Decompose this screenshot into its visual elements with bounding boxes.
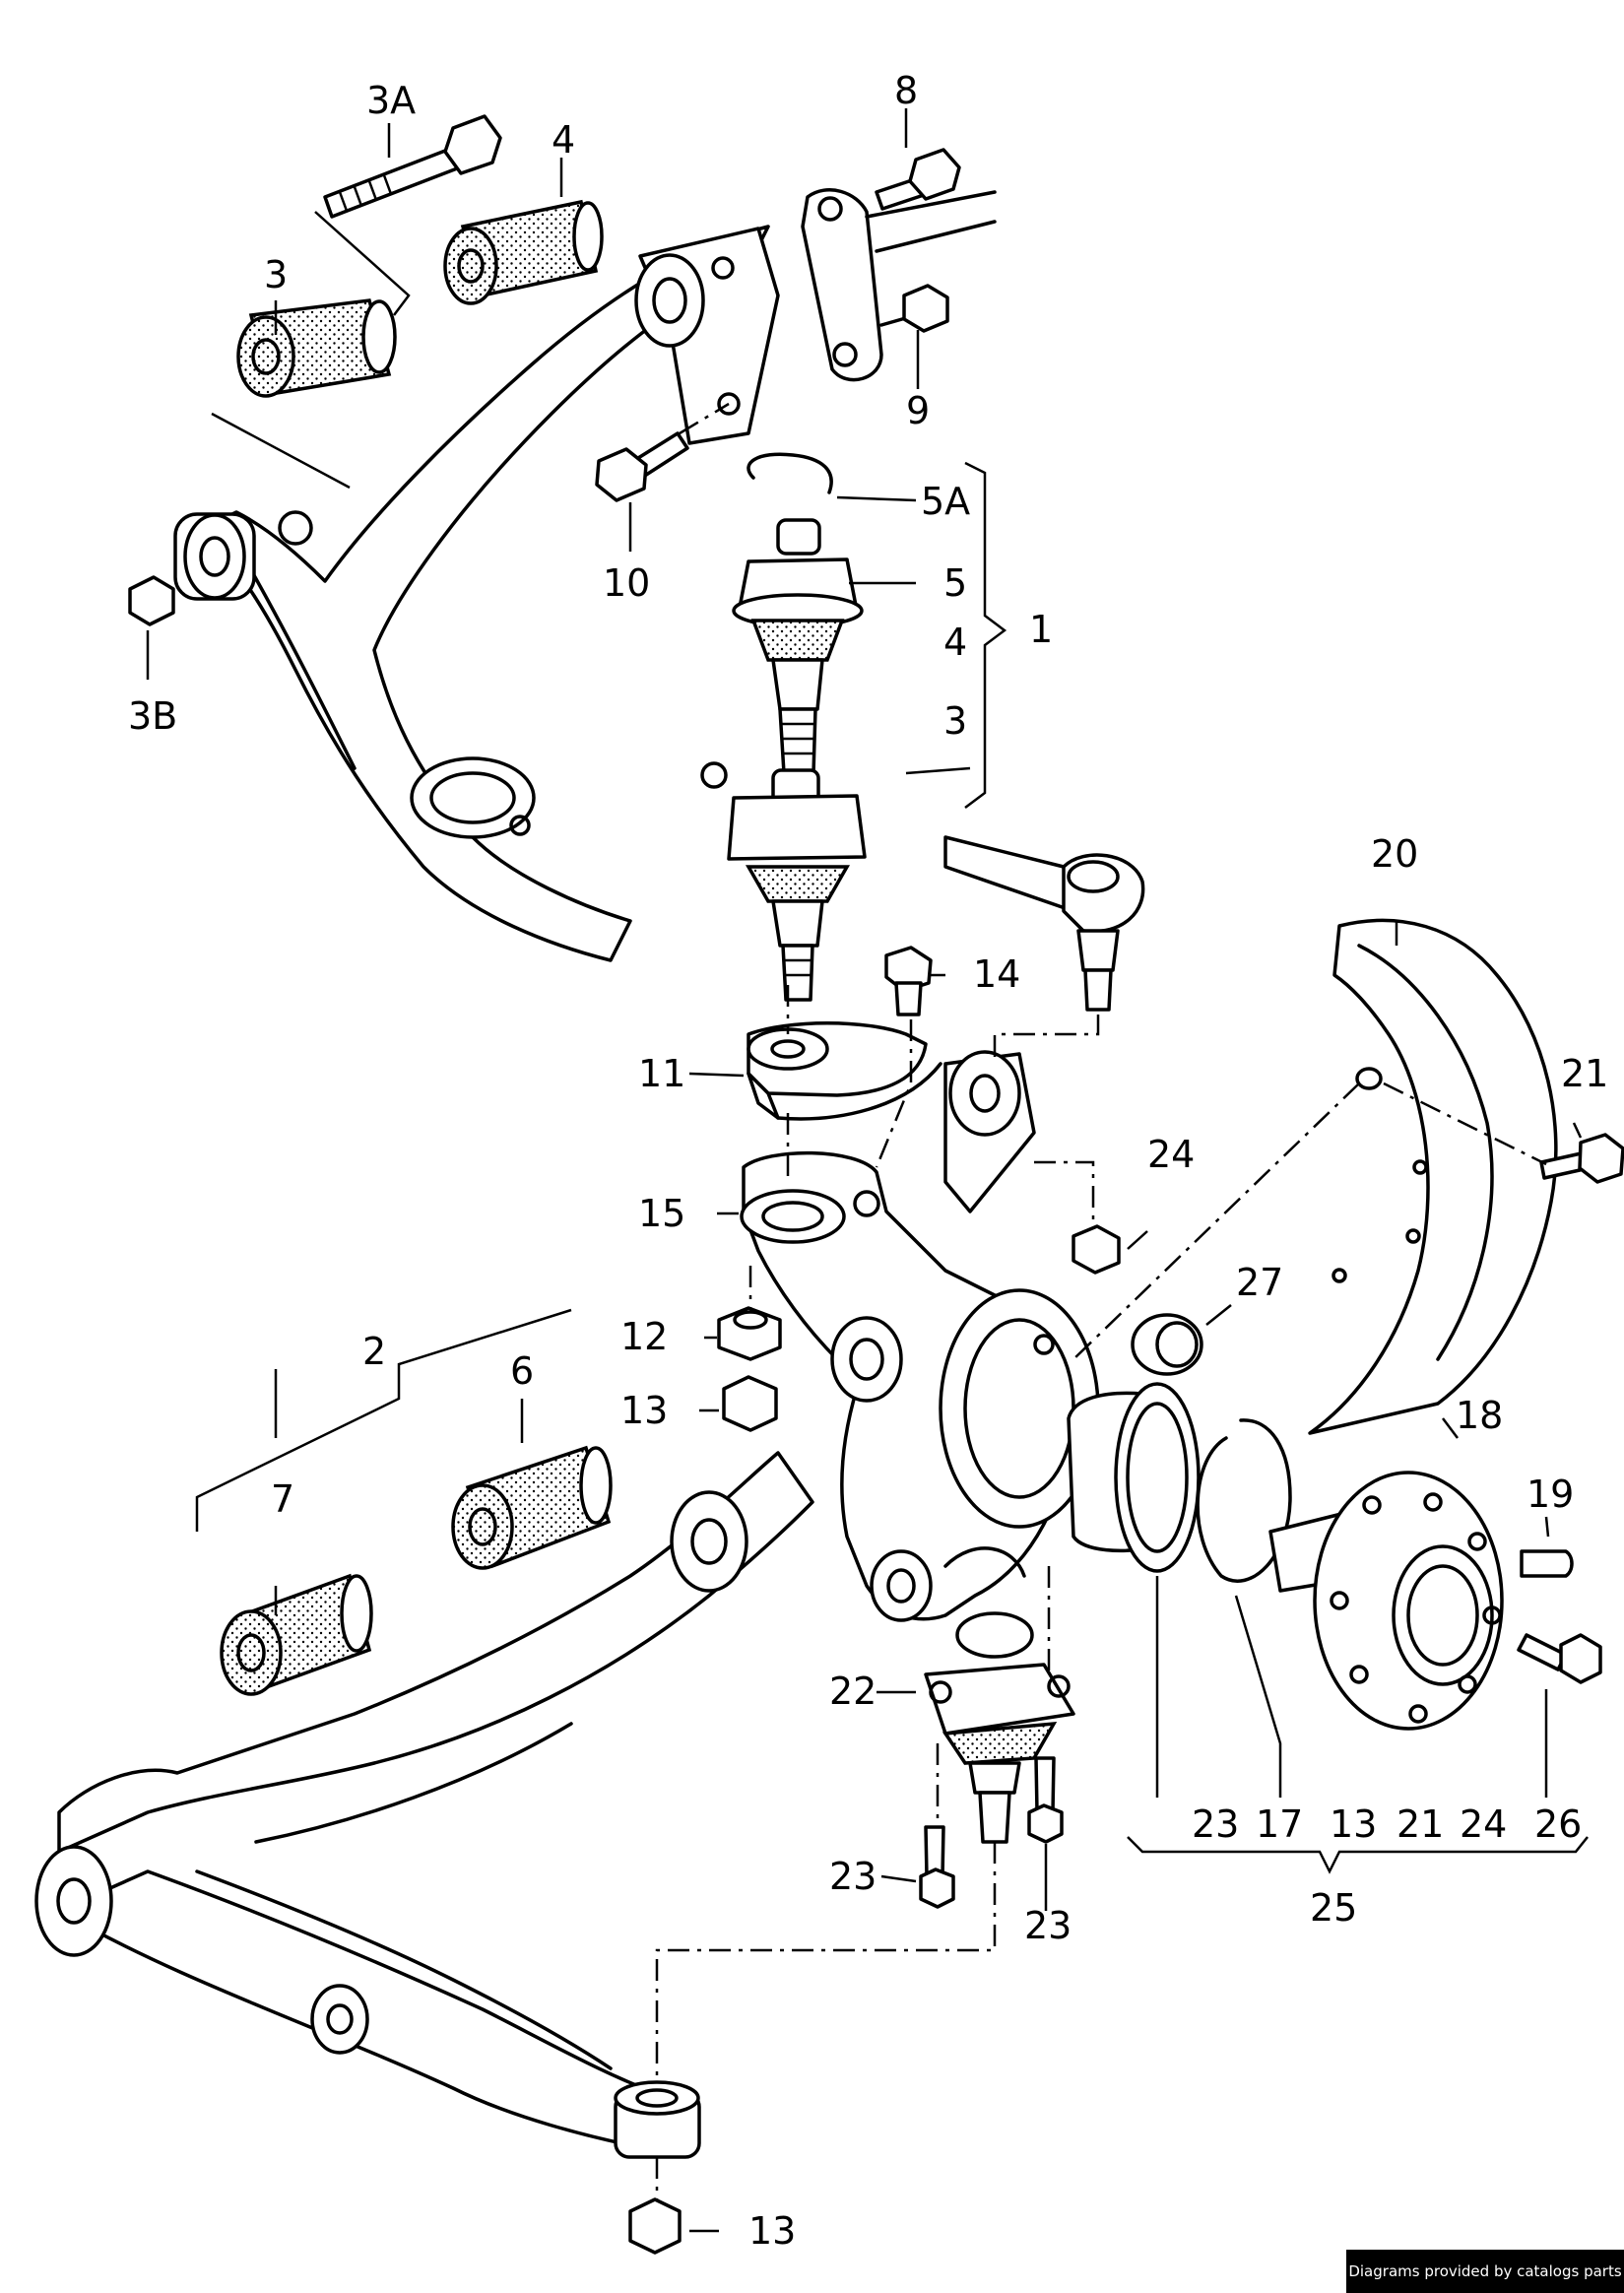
label-3b: 3B [128, 694, 177, 738]
label-13-lower: 13 [748, 2209, 796, 2253]
label-20: 20 [1371, 832, 1418, 876]
bushing-7 [220, 1573, 373, 1696]
wheel-bearing [1067, 1382, 1201, 1573]
splash-shield-20 [1308, 918, 1558, 1435]
label-27: 27 [1236, 1261, 1283, 1304]
bolt-23-right [1027, 1756, 1064, 1844]
leader-lines [146, 108, 1589, 2233]
label-13-upper: 13 [620, 1389, 668, 1432]
label-10: 10 [603, 561, 650, 605]
bolt-10 [595, 431, 689, 502]
label-kit25-26: 26 [1534, 1802, 1582, 1846]
nut-9 [902, 284, 949, 333]
ball-joint-upper-arm [727, 768, 867, 1002]
credit-banner: Diagrams provided by catalogs parts [1346, 2250, 1624, 2293]
adjust-plate-11 [747, 1021, 942, 1121]
label-12: 12 [620, 1315, 668, 1358]
label-24: 24 [1147, 1133, 1195, 1176]
assembly-lines [655, 402, 1547, 2201]
label-9: 9 [906, 389, 930, 432]
lower-control-arm [34, 1451, 814, 2159]
bolt-8 [875, 148, 961, 211]
bushing-4 [443, 199, 604, 305]
label-5a: 5A [921, 480, 970, 523]
label-kit25-21: 21 [1397, 1802, 1444, 1846]
label-kit25-17: 17 [1256, 1802, 1303, 1846]
label-3: 3 [264, 253, 288, 296]
bolt-3a [323, 114, 502, 219]
label-5: 5 [943, 561, 967, 605]
wheel-hub-18 [1268, 1471, 1504, 1731]
label-19: 19 [1527, 1473, 1574, 1516]
label-kit1-4: 4 [943, 621, 967, 664]
label-23-left: 23 [829, 1855, 877, 1898]
label-23-right: 23 [1024, 1904, 1072, 1947]
nut-3b [128, 575, 175, 626]
nut-13-upper [722, 1375, 778, 1432]
nut-12 [717, 1306, 782, 1361]
nut-13-lower [628, 2197, 682, 2255]
label-21: 21 [1561, 1052, 1608, 1095]
circlip-17 [1196, 1418, 1292, 1583]
link-plate [801, 188, 997, 382]
label-2: 2 [362, 1330, 386, 1373]
callout-labels: 3A 4 3 8 9 10 5A 5 4 1 3 3B 14 11 15 12 … [128, 69, 1608, 2253]
steering-knuckle-15 [740, 1050, 1100, 1622]
ball-joint-5 [732, 452, 864, 775]
label-kit25-24: 24 [1460, 1802, 1507, 1846]
label-8: 8 [894, 69, 918, 112]
label-22: 22 [829, 1670, 877, 1713]
label-1: 1 [1029, 608, 1053, 651]
label-kit25-23: 23 [1192, 1802, 1239, 1846]
pin-19 [1520, 1549, 1574, 1578]
label-25: 25 [1310, 1886, 1357, 1930]
label-15: 15 [638, 1192, 685, 1235]
bushing-3 [236, 298, 397, 398]
seal-ring-27 [1131, 1313, 1203, 1376]
bolt-21 [1539, 1133, 1624, 1184]
bolt-23-left [919, 1825, 955, 1909]
label-11: 11 [638, 1052, 685, 1095]
label-6: 6 [510, 1349, 534, 1393]
bushing-6 [451, 1445, 613, 1570]
label-kit25-13: 13 [1330, 1802, 1377, 1846]
label-3a: 3A [366, 79, 416, 122]
label-4: 4 [552, 118, 575, 162]
tie-rod-end [943, 835, 1145, 1012]
nut-24 [1072, 1224, 1121, 1275]
upper-control-arm [173, 225, 780, 962]
bolt-26 [1517, 1633, 1602, 1684]
label-kit1-3: 3 [943, 699, 967, 743]
bolt-14 [884, 946, 933, 1016]
label-14: 14 [973, 952, 1020, 996]
label-18: 18 [1456, 1394, 1503, 1437]
label-7: 7 [271, 1477, 294, 1521]
ball-joint-22 [924, 1611, 1075, 1844]
